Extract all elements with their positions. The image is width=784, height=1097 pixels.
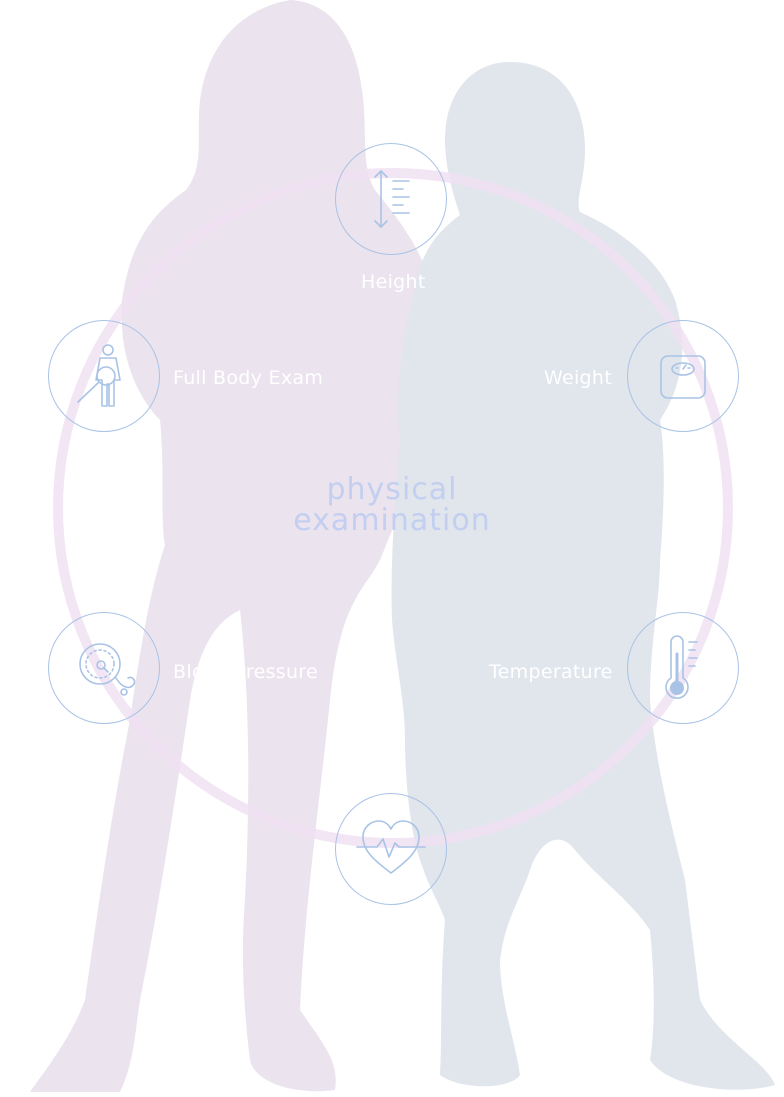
thermometer-icon [665,635,698,699]
weight-label: Weight [544,367,612,389]
center-title: physical examination [242,474,542,536]
center-title-line1: physical [326,472,458,507]
weight-scale-icon [660,355,706,399]
height-measure-icon [374,169,410,229]
temperature-label: Temperature [489,661,613,683]
full-body-exam-label: Full Body Exam [173,367,324,389]
height-label: Height [361,271,426,293]
heart-rate-node[interactable] [335,793,447,905]
height-node[interactable] [335,143,447,255]
full-body-exam-icon [77,344,121,407]
blood-pressure-label: Blood Pressure [173,661,318,683]
center-title-line2: examination [293,503,491,538]
weight-node[interactable] [627,320,739,432]
temperature-node[interactable] [627,612,739,724]
blood-pressure-icon [79,643,136,696]
girl-silhouette [30,0,437,1092]
blood-pressure-node[interactable] [48,612,160,724]
full-body-exam-node[interactable] [48,320,160,432]
heart-rate-icon [356,820,426,874]
